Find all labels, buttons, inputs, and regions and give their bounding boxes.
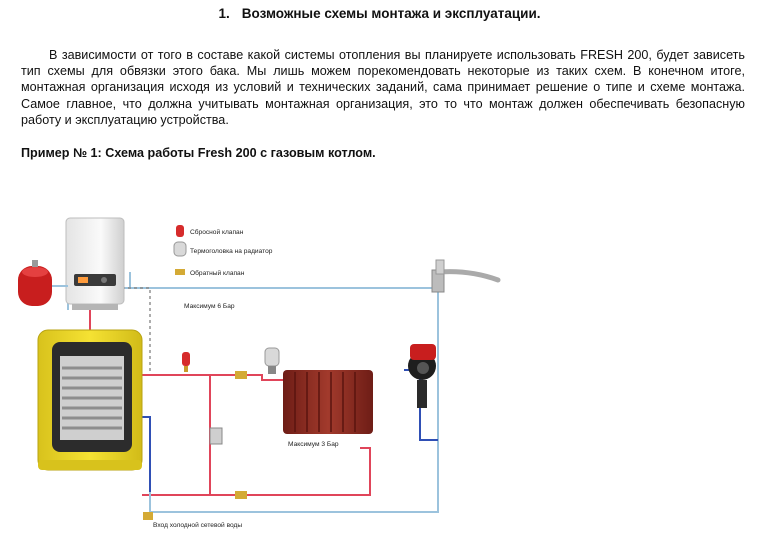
- legend-label: Обратный клапан: [190, 269, 245, 277]
- section-title: Возможные схемы монтажа и эксплуатации.: [241, 6, 541, 21]
- legend-item-thermostatic-head: Термоголовка на радиатор: [173, 241, 273, 257]
- legend-item-relief-valve: Сбросной клапан: [176, 225, 244, 237]
- cold-water-inlet-label: Вход холодной сетевой воды: [153, 521, 242, 529]
- gas-line: [122, 287, 151, 372]
- thermostatic-head-icon: [264, 347, 280, 374]
- example-title: Пример № 1: Схема работы Fresh 200 с газ…: [21, 146, 376, 160]
- fresh-200-tank-icon: [37, 329, 143, 471]
- section-number: 1.: [218, 6, 230, 21]
- heating-scheme-diagram: Сбросной клапан Термоголовка на радиатор…: [18, 217, 501, 529]
- legend-item-check-valve: Обратный клапан: [175, 269, 245, 277]
- pressure-max-3-label: Максимум 3 Бар: [288, 441, 339, 448]
- intro-paragraph: В зависимости от того в составе какой си…: [21, 48, 745, 127]
- relief-valve-icon: [182, 352, 190, 372]
- thermostatic-head-icon: [173, 241, 187, 257]
- legend-label: Сбросной клапан: [190, 228, 244, 236]
- legend-label: Термоголовка на радиатор: [190, 248, 273, 255]
- legend: Сбросной клапан Термоголовка на радиатор…: [173, 225, 273, 277]
- gas-boiler-icon: [65, 217, 125, 310]
- radiator-icon: [283, 370, 373, 434]
- expansion-vessel-icon: [18, 260, 68, 306]
- mixing-valve-icon: [209, 427, 223, 445]
- pressure-max-6-label: Максимум 6 Бар: [184, 303, 235, 310]
- faucet-icon: [431, 259, 501, 293]
- check-valve-icon: [143, 371, 247, 520]
- section-heading: 1. Возможные схемы монтажа и эксплуатации…: [0, 6, 759, 21]
- relief-valve-icon: [176, 225, 184, 237]
- check-valve-icon: [175, 269, 185, 275]
- circulation-pump-icon: [408, 344, 436, 408]
